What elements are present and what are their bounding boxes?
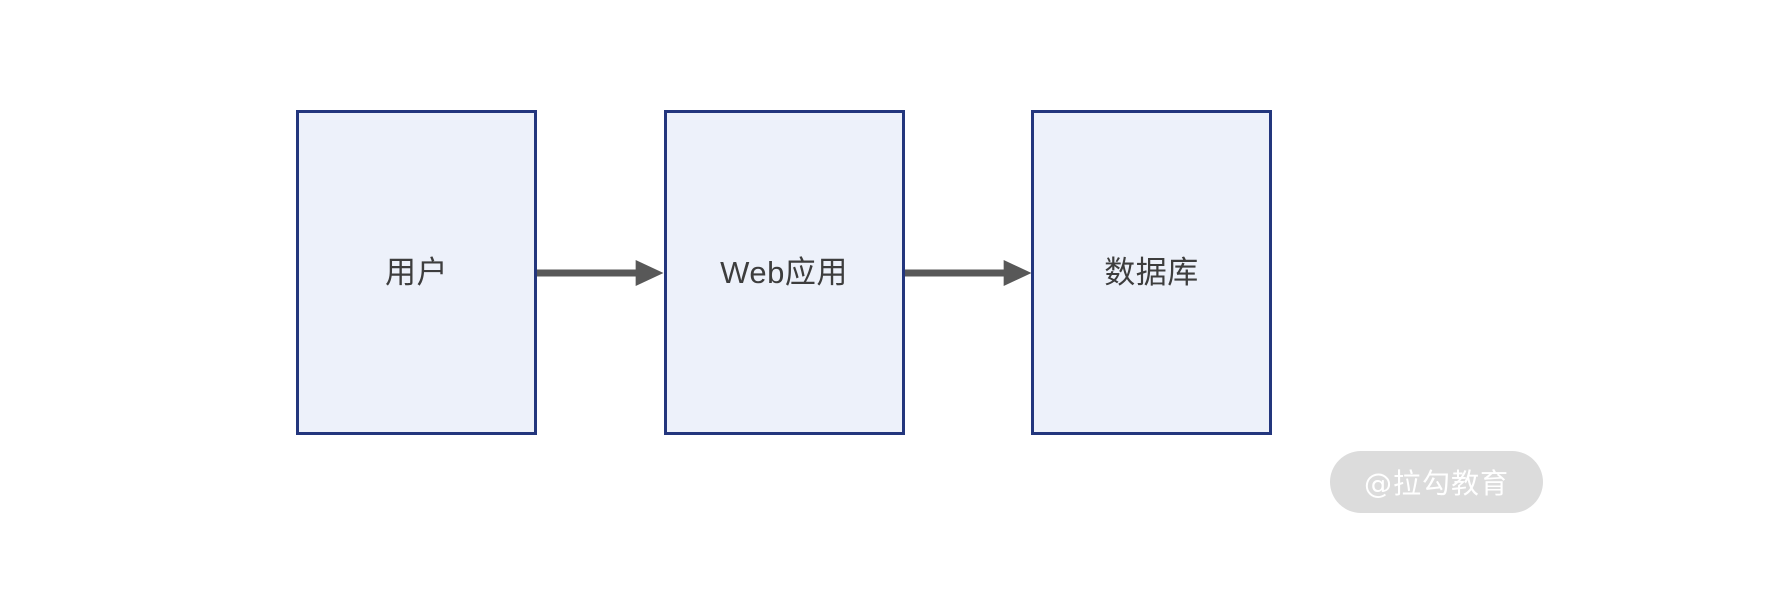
edge-web-app-to-database[interactable] bbox=[905, 110, 1031, 435]
node-user-label: 用户 bbox=[385, 254, 448, 290]
node-user[interactable]: 用户 bbox=[296, 110, 537, 435]
node-database[interactable]: 数据库 bbox=[1031, 110, 1272, 435]
watermark-text: @拉勾教育 bbox=[1363, 467, 1509, 500]
edge-user-to-web-app[interactable] bbox=[537, 110, 664, 435]
watermark-badge: @拉勾教育 bbox=[1330, 451, 1543, 513]
flowchart: 用户 Web应用 数据库 bbox=[296, 110, 1272, 435]
node-database-label: 数据库 bbox=[1104, 254, 1199, 290]
arrow-right-icon bbox=[905, 259, 1031, 286]
node-web-app-label: Web应用 bbox=[720, 254, 848, 290]
node-web-app[interactable]: Web应用 bbox=[663, 110, 905, 435]
arrow-right-icon bbox=[537, 259, 664, 286]
